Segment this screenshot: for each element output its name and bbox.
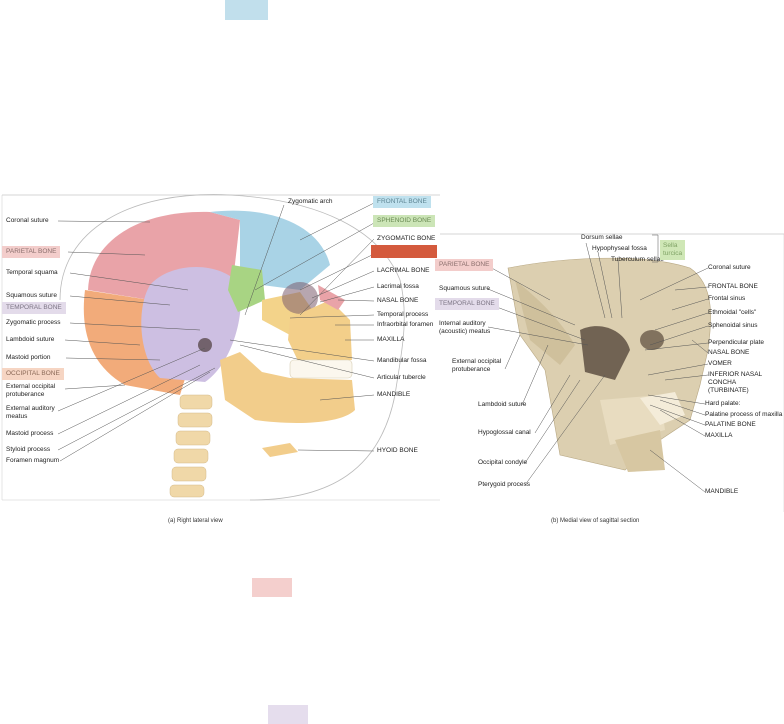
label-maxilla-b: MAXILLA — [705, 432, 733, 439]
label-lacrimal-fossa: Lacrimal fossa — [377, 283, 419, 290]
label-vomer: VOMER — [708, 360, 732, 367]
label-articular-tubercle: Articular tubercle — [377, 374, 426, 381]
label-inferior-nasal-concha: INFERIOR NASAL CONCHA (TURBINATE) — [708, 371, 763, 394]
label-palatine-process: Palatine process of maxilla — [705, 411, 783, 418]
label-temporal-bone-b: TEMPORAL BONE — [435, 298, 499, 310]
caption-right-lateral-view: (a) Right lateral view — [168, 518, 223, 524]
label-zygomatic-process: Zygomatic process — [6, 319, 61, 326]
label-nasal-bone-b: NASAL BONE — [708, 349, 750, 356]
label-parietal-bone: PARIETAL BONE — [2, 246, 61, 258]
label-sella-turcica: Sella turcica — [660, 240, 686, 260]
color-swatch-temporal — [268, 705, 308, 724]
label-temporal-process: Temporal process — [377, 311, 429, 318]
label-sphenoid-bone: SPHENOID BONE — [373, 215, 436, 227]
label-dorsum-sellae: Dorsum sellae — [581, 234, 623, 241]
label-coronal-suture: Coronal suture — [6, 217, 49, 224]
caption-medial-view: (b) Medial view of sagittal section — [551, 518, 640, 524]
label-perpendicular-plate: Perpendicular plate — [708, 339, 765, 346]
label-temporal-bone: TEMPORAL BONE — [2, 302, 66, 314]
color-swatch-frontal — [225, 0, 268, 20]
label-external-auditory-meatus: External auditory meatus — [6, 405, 55, 420]
label-hypophyseal-fossa: Hypophyseal fossa — [592, 245, 647, 252]
label-maxilla: MAXILLA — [377, 336, 405, 343]
label-nasal-bone: NASAL BONE — [377, 297, 419, 304]
label-frontal-bone-b: FRONTAL BONE — [708, 283, 758, 290]
label-external-occipital-protuberance: External occipital protuberance — [6, 383, 56, 398]
sagittal-skull — [507, 257, 711, 472]
label-sphenoidal-sinus: Sphenoidal sinus — [708, 322, 758, 329]
label-pterygoid-process: Pterygoid process — [478, 481, 531, 488]
label-styloid-process: Styloid process — [6, 446, 51, 453]
lateral-skull — [59, 194, 405, 501]
label-infraorbital-foramen: Infraorbital foramen — [377, 321, 434, 328]
label-occipital-bone: OCCIPITAL BONE — [2, 368, 64, 380]
label-hard-palate: Hard palate: — [705, 400, 741, 407]
label-tuberculum-sellae: Tuberculum sellae — [611, 256, 664, 263]
color-swatch-parietal — [252, 578, 292, 597]
label-mandibular-fossa: Mandibular fossa — [377, 357, 427, 364]
label-lambdoid-suture: Lambdoid suture — [6, 336, 55, 343]
label-lambdoid-suture-b: Lambdoid suture — [478, 401, 527, 408]
label-lacrimal-bone: LACRIMAL BONE — [377, 267, 430, 274]
label-hyoid-bone: HYOID BONE — [377, 447, 418, 454]
label-frontal-bone: FRONTAL BONE — [373, 196, 431, 208]
label-occipital-condyle: Occipital condyle — [478, 459, 528, 466]
label-mandible-b: MANDIBLE — [705, 488, 739, 495]
label-temporal-squama: Temporal squama — [6, 269, 58, 276]
label-zygomatic-bone: ZYGOMATIC BONE — [377, 235, 436, 242]
label-parietal-bone-b: PARIETAL BONE — [435, 259, 494, 271]
label-zygomatic-arch: Zygomatic arch — [288, 198, 333, 205]
label-mastoid-process: Mastoid process — [6, 430, 54, 437]
label-hypoglossal-canal: Hypoglossal canal — [478, 429, 531, 436]
label-mastoid-portion: Mastoid portion — [6, 354, 51, 361]
label-frontal-sinus: Frontal sinus — [708, 295, 746, 302]
label-external-occipital-protuberance-b: External occipital protuberance — [452, 358, 502, 373]
label-squamous-suture: Squamous suture — [6, 292, 57, 299]
label-ethmoidal-cells: Ethmoidal "cells" — [708, 309, 757, 316]
label-mandible: MANDIBLE — [377, 391, 411, 398]
ethmoid-color-box — [371, 245, 437, 258]
label-palatine-bone: PALATINE BONE — [705, 421, 756, 428]
label-coronal-suture-b: Coronal suture — [708, 264, 751, 271]
label-squamous-suture-b: Squamous suture — [439, 285, 490, 292]
label-foramen-magnum: Foramen magnum — [6, 457, 60, 464]
label-internal-auditory-meatus: Internal auditory (acoustic) meatus — [439, 320, 491, 335]
